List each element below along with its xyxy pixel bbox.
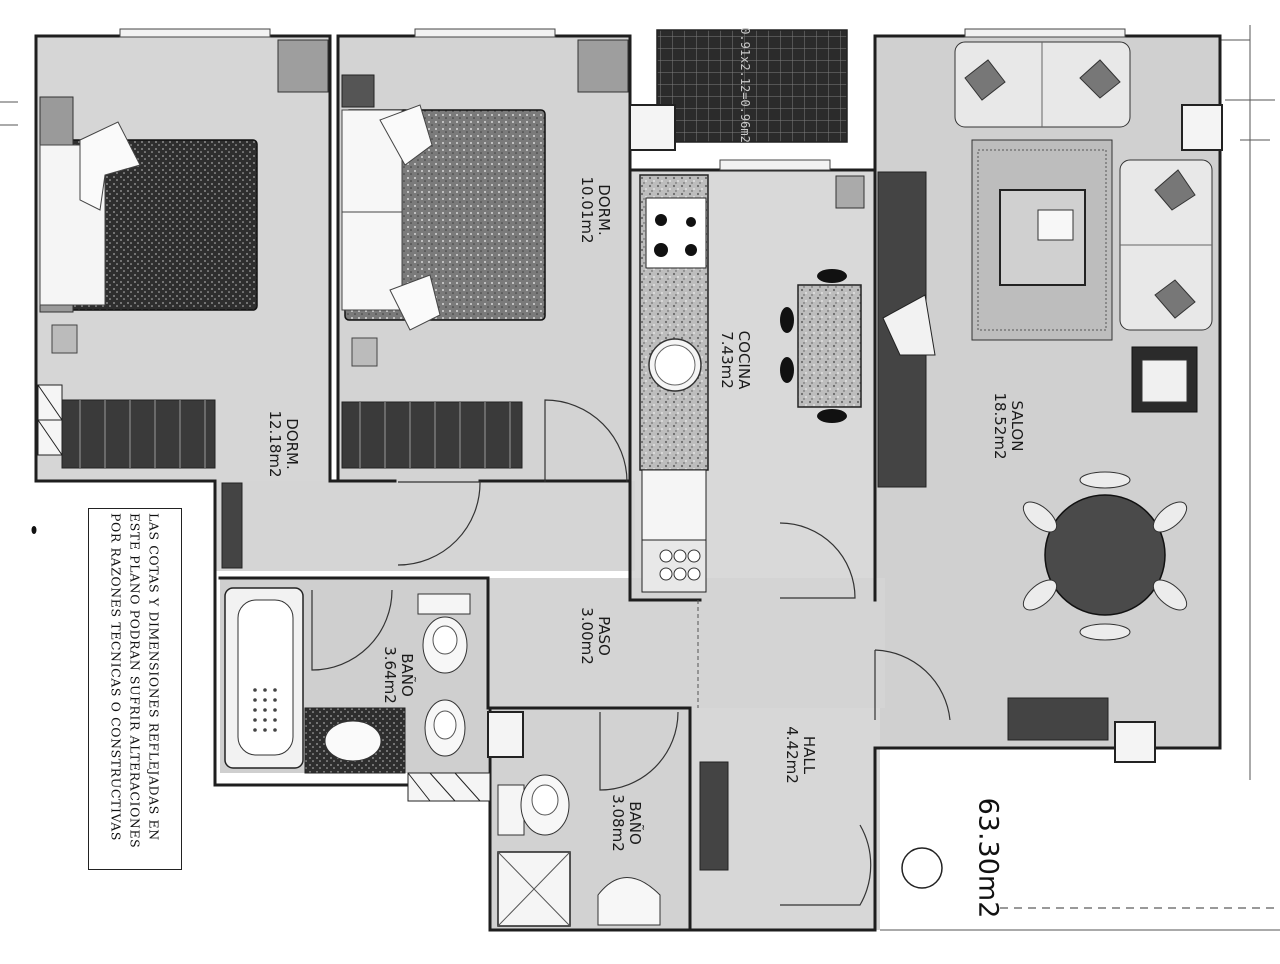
room-label-dorm-1: DORM. 12.18m2	[266, 410, 301, 478]
room-area: 18.52m2	[991, 392, 1009, 460]
terrace-label: 0.91x2.12=0.96m2	[738, 27, 752, 143]
living-room	[877, 41, 1213, 741]
room-area: 7.43m2	[718, 331, 736, 389]
disclaimer-line: POR RAZONES TECNICAS O CONSTRUCTIVAS	[108, 513, 124, 842]
bathroom-2	[497, 761, 729, 927]
room-area: 3.64m2	[381, 646, 399, 704]
room-label-cocina: COCINA 7.43m2	[718, 330, 753, 390]
page-frame	[0, 25, 1280, 931]
room-label-dorm-2: DORM. 10.01m2	[578, 176, 613, 244]
windows	[119, 28, 1126, 171]
disclaimer-box: LAS COTAS Y DIMENSIONES REFLEJADAS EN ES…	[88, 508, 182, 870]
terrace-grid	[656, 29, 848, 143]
room-label-bano-1: BAÑO 3.64m2	[381, 646, 416, 704]
bathroom-1	[224, 587, 491, 802]
room-name: BAÑO	[626, 801, 644, 845]
room-name: PASO	[595, 616, 613, 656]
kitchen	[639, 174, 865, 593]
bed-1	[37, 39, 329, 569]
room-area: 10.01m2	[578, 176, 596, 244]
room-label-salon: SALON 18.52m2	[991, 392, 1026, 460]
room-area: 3.08m2	[609, 794, 627, 852]
disclaimer-text: LAS COTAS Y DIMENSIONES REFLEJADAS EN ES…	[107, 513, 164, 865]
pillars	[487, 104, 1223, 763]
room-name: COCINA	[735, 330, 753, 390]
entrance-circle	[901, 847, 943, 889]
room-label-hall: HALL 4.42m2	[783, 726, 818, 784]
room-area: 3.00m2	[578, 607, 596, 665]
total-area: 63.30m2	[972, 797, 1004, 919]
room-label-paso: PASO 3.00m2	[578, 607, 613, 665]
room-name: DORM.	[283, 418, 301, 470]
disclaimer-line: ESTE PLANO PODRAN SUFRIR ALTERACIONES	[127, 513, 143, 849]
room-area: 12.18m2	[266, 410, 284, 478]
room-area: 4.42m2	[783, 726, 801, 784]
room-name: SALON	[1008, 400, 1026, 452]
disclaimer-line: LAS COTAS Y DIMENSIONES REFLEJADAS EN	[146, 513, 162, 841]
room-label-bano-2: BAÑO 3.08m2	[609, 794, 644, 852]
door-swings	[311, 399, 951, 906]
room-name: HALL	[800, 735, 818, 775]
room-name: DORM.	[595, 184, 613, 236]
bed-2	[341, 39, 629, 469]
room-name: BAÑO	[398, 653, 416, 697]
